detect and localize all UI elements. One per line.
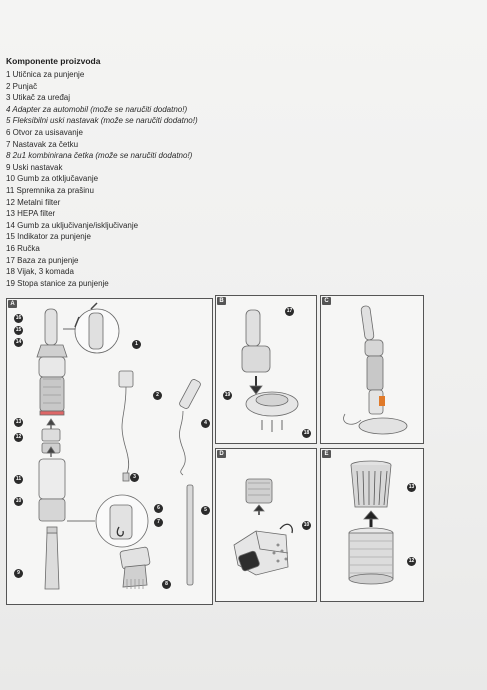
list-item: 4 Adapter za automobil (može se naručiti… [6,104,188,114]
list-item: 12 Metalni filter [6,197,61,207]
list-item: 3 Utikač za uređaj [6,93,71,103]
list-item: 10 Gumb za otključavanje [6,174,99,184]
callout-8: 8 [162,580,171,589]
panel-e: E 13 12 [320,448,424,602]
panel-d: D 10 [215,448,317,602]
list-item: 5 Fleksibilni uski nastavak (može se nar… [6,116,198,126]
callout-7: 7 [154,518,163,527]
list-item: 9 Uski nastavak [6,162,63,172]
callout-10: 10 [14,497,23,506]
list-item: 14 Gumb za uključivanje/isključivanje [6,220,139,230]
panel-a: A [6,298,213,605]
panel-c: C [320,295,424,444]
callout-3: 3 [130,473,139,482]
charging-base-illustration [241,309,299,432]
callout-12: 12 [407,557,416,566]
dust-container-empty-illustration [233,478,294,576]
list-item: 16 Ručka [6,243,40,253]
list-item: 8 2u1 kombinirana četka (može se naručit… [6,151,193,161]
list-item: 18 Vijak, 3 komada [6,267,74,277]
callout-17: 17 [285,307,294,316]
list-item: 17 Baza za punjenje [6,255,79,265]
panel-label: A [8,300,17,308]
callout-11: 11 [14,475,23,484]
filters-illustration [348,460,394,585]
callout-6: 6 [154,504,163,513]
components-list: 1 Utičnica za punjenje 2 Punjač 3 Utikač… [6,69,198,289]
callout-9: 9 [14,569,23,578]
callout-18: 18 [302,429,311,438]
callout-10: 10 [302,521,311,530]
callout-4: 4 [201,419,210,428]
callout-15: 15 [14,326,23,335]
list-item: 1 Utičnica za punjenje [6,70,85,79]
vacuum-exploded-illustration [36,302,201,590]
docked-vacuum-illustration [343,305,408,435]
list-item: 2 Punjač [6,81,38,91]
panel-b: B 17 19 18 [215,295,317,444]
list-item: 19 Stopa stanice za punjenje [6,278,109,288]
callout-2: 2 [153,391,162,400]
panel-label: E [322,450,331,458]
callout-19: 19 [223,391,232,400]
list-item: 15 Indikator za punjenje [6,232,91,242]
callout-1: 1 [132,340,141,349]
callout-16: 16 [14,314,23,323]
callout-5: 5 [201,506,210,515]
section-heading: Komponente proizvoda [6,56,101,66]
callout-13: 13 [14,418,23,427]
panel-label: C [322,297,331,305]
panel-label: B [217,297,226,305]
list-item: 13 HEPA filter [6,209,56,219]
panel-label: D [217,450,226,458]
callout-12: 12 [14,433,23,442]
list-item: 11 Spremnika za prašinu [6,185,94,195]
list-item: 7 Nastavak za četku [6,139,79,149]
callout-13: 13 [407,483,416,492]
callout-14: 14 [14,338,23,347]
list-item: 6 Otvor za usisavanje [6,127,83,137]
